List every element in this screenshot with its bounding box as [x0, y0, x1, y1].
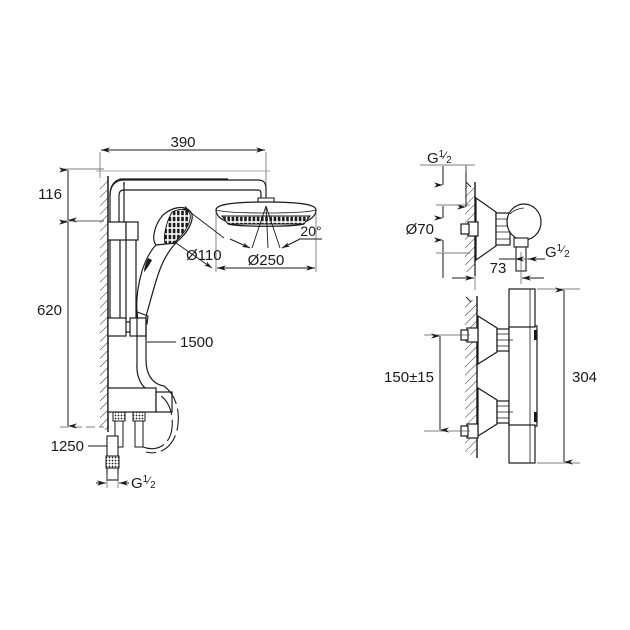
dim-73: 73 [452, 252, 544, 290]
shower-arm [109, 179, 267, 225]
dim-390: 390 [99, 134, 267, 192]
dim-390-label: 390 [170, 134, 195, 151]
wall-union-body [460, 196, 511, 262]
wall-section-main [100, 176, 109, 432]
dim-1250-label: 1250 [51, 438, 84, 455]
dim-dia110-label: Ø110 [186, 247, 222, 264]
dim-1500-label: 1500 [180, 334, 213, 351]
bottom-right-view: 150±15 304 [384, 287, 597, 465]
dim-1500: 1500 [147, 334, 213, 351]
union-upper [460, 314, 510, 366]
outlet-ball [506, 203, 542, 272]
dim-304-label: 304 [572, 369, 597, 386]
dim-150pm15-label: 150±15 [384, 369, 434, 386]
dim-620: 620 [37, 219, 104, 429]
dim-g-half-bottom: G1⁄2 [96, 474, 156, 492]
dim-g-half-tr-top-label: G1⁄2 [427, 149, 452, 167]
mixer-body [107, 387, 173, 413]
hand-shower [136, 206, 193, 325]
dim-g-half-tr-outlet-label: G1⁄2 [545, 243, 570, 261]
slider-holder [107, 317, 147, 337]
dim-150pm15: 150±15 [384, 333, 470, 433]
wall-bracket-upper [107, 221, 139, 241]
union-lower [460, 386, 510, 439]
main-view: 390 116 620 [37, 134, 322, 492]
dim-dia250-label: Ø250 [248, 252, 285, 269]
thermostat-body [508, 288, 538, 464]
dim-dia250: Ø250 [215, 212, 317, 272]
dim-304: 304 [537, 287, 597, 465]
dim-dia70: Ø70 [406, 204, 470, 278]
dim-g-half-tr-outlet: G1⁄2 [499, 243, 570, 262]
lower-hose [105, 385, 179, 481]
inlet-connections [112, 411, 146, 448]
dim-g-half-tr-top: G1⁄2 [420, 149, 475, 210]
dim-73-label: 73 [490, 260, 507, 277]
dim-116-label: 116 [38, 186, 62, 203]
dim-620-label: 620 [37, 302, 62, 319]
top-right-view: G1⁄2 Ø70 73 G1⁄2 [406, 149, 570, 290]
dim-dia110: Ø110 [175, 205, 225, 269]
dim-g-half-bottom-label: G1⁄2 [131, 474, 156, 492]
dim-1250: 1250 [51, 438, 107, 455]
spray-angle-label: 20° [300, 223, 321, 239]
dim-dia70-label: Ø70 [406, 221, 434, 238]
dim-116: 116 [38, 167, 104, 223]
